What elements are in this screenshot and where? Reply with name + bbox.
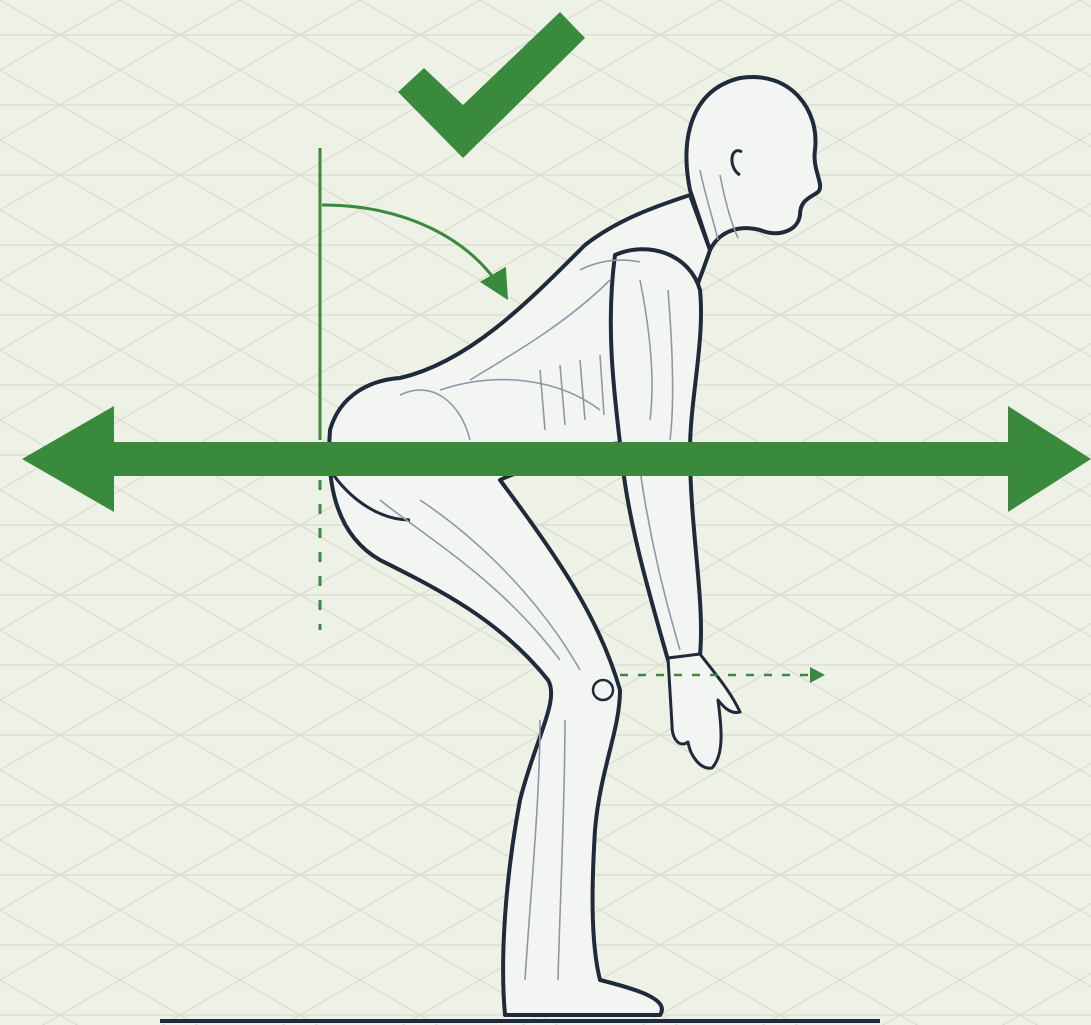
hip-hinge-diagram [0,0,1091,1025]
diagram-canvas [0,0,1091,1025]
